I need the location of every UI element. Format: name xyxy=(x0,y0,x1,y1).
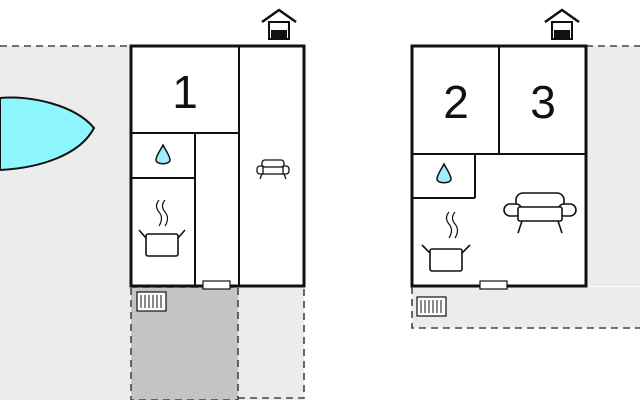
water-drop-icon xyxy=(436,162,452,184)
cooking-pot-icon xyxy=(421,211,471,272)
right-building: 2 3 xyxy=(410,44,588,290)
right-outdoor-area xyxy=(411,45,640,329)
bedroom-number: 1 xyxy=(172,66,198,118)
right-yard-strip xyxy=(238,287,304,400)
left-outdoor-area xyxy=(0,45,305,400)
cooking-pot-icon xyxy=(138,199,186,257)
sofa-icon xyxy=(256,159,290,180)
sofa-icon xyxy=(503,192,577,234)
radiator-icon xyxy=(416,296,447,317)
right-yard-bottom xyxy=(412,287,640,328)
entrance-door xyxy=(479,280,508,290)
entrance-door xyxy=(202,280,231,290)
right-yard-side xyxy=(586,46,640,286)
bedroom-number: 2 xyxy=(443,76,469,128)
bedroom-number: 3 xyxy=(530,76,556,128)
water-drop-icon xyxy=(155,143,171,165)
pool xyxy=(0,96,96,172)
house-icon xyxy=(544,8,580,40)
house-icon xyxy=(261,8,297,40)
radiator-icon xyxy=(136,291,167,312)
